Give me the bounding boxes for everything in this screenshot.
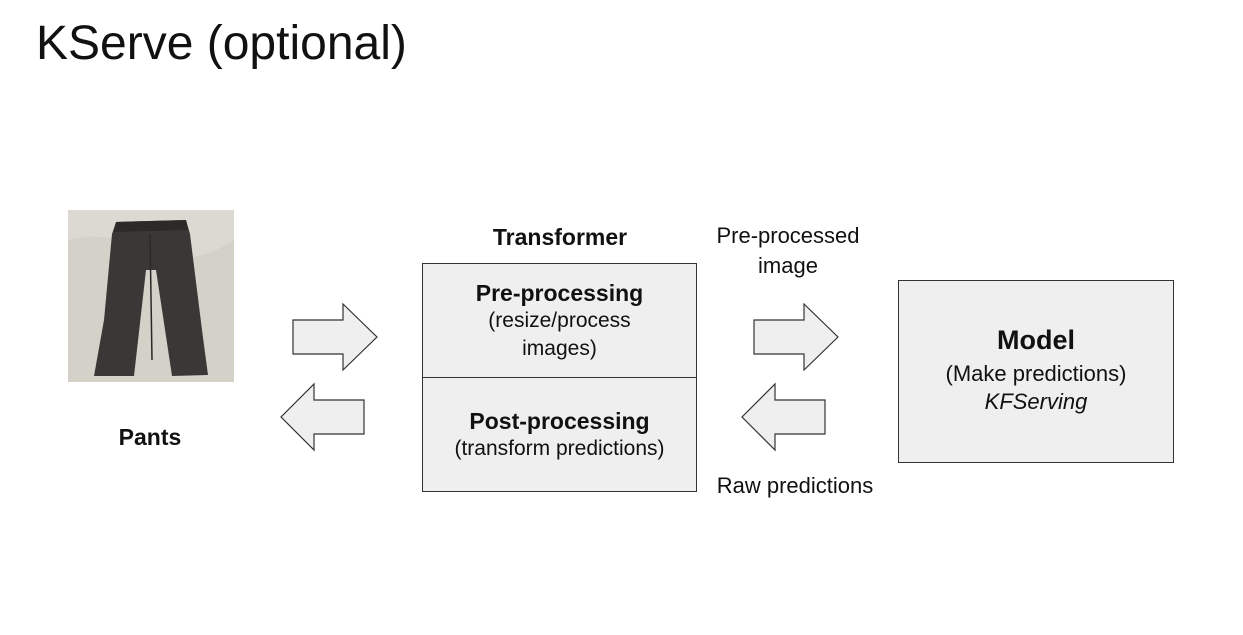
pre-processed-label-line1: Pre-processed bbox=[716, 223, 860, 248]
pre-processing-desc-line1: (resize/process bbox=[488, 309, 631, 332]
model-framework: KFServing bbox=[984, 389, 1088, 414]
pre-processed-image-label: Pre-processed image bbox=[700, 221, 876, 281]
transformer-label: Transformer bbox=[492, 224, 628, 250]
model-title: Model bbox=[997, 325, 1075, 355]
raw-predictions-label: Raw predictions bbox=[716, 473, 874, 498]
left-arrow-icon bbox=[280, 382, 365, 452]
post-processing-desc: (transform predictions) bbox=[454, 437, 665, 460]
pre-processing-title: Pre-processing bbox=[475, 280, 644, 306]
right-arrow-to-model-icon bbox=[753, 302, 839, 372]
model-desc: (Make predictions) bbox=[945, 361, 1127, 386]
post-processing-box: Post-processing (transform predictions) bbox=[422, 377, 697, 492]
slide-title: KServe (optional) bbox=[36, 17, 407, 70]
right-arrow-icon bbox=[292, 302, 378, 372]
pants-label: Pants bbox=[118, 424, 182, 450]
pre-processing-desc-line2: images) bbox=[522, 337, 597, 360]
left-arrow-from-model-icon bbox=[741, 382, 826, 452]
post-processing-title: Post-processing bbox=[469, 408, 650, 434]
model-box: Model (Make predictions) KFServing bbox=[898, 280, 1174, 463]
pants-photo bbox=[68, 210, 234, 382]
pre-processed-label-line2: image bbox=[758, 253, 818, 278]
